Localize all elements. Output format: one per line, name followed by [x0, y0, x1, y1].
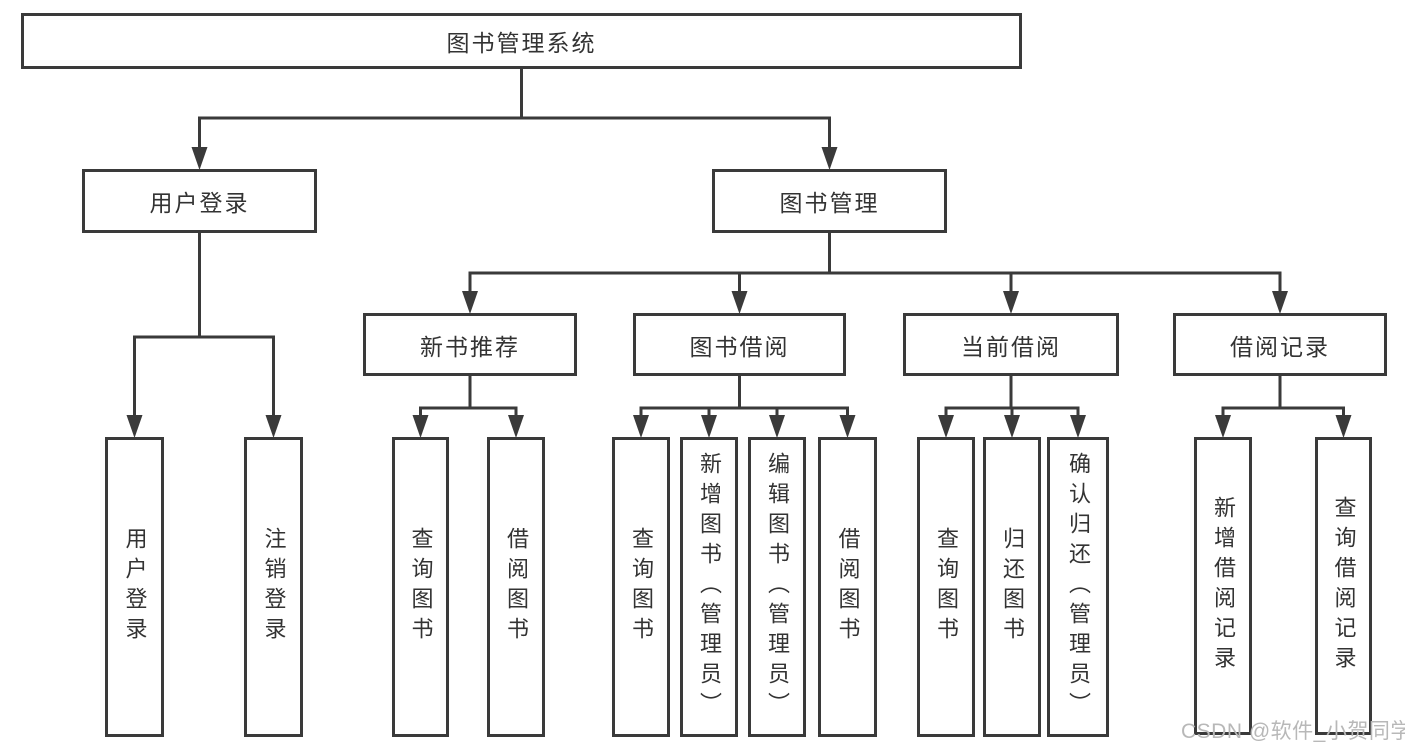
arrowhead-icon	[701, 415, 717, 438]
node-br-add-record: 新增借阅记录	[1194, 437, 1252, 735]
arrowhead-icon	[265, 415, 282, 438]
arrowhead-icon	[769, 415, 785, 438]
node-bb-borrow-books: 借阅图书	[818, 437, 877, 737]
node-user-logout: 注销登录	[244, 437, 303, 737]
arrowhead-icon	[1003, 291, 1019, 314]
arrowhead-icon	[821, 147, 838, 170]
arrowhead-icon	[462, 291, 478, 314]
arrowhead-icon	[508, 415, 524, 438]
watermark: CSDN @软件_小贺同学	[1181, 720, 1405, 743]
node-borrowing-records: 借阅记录	[1173, 313, 1387, 376]
node-book-borrowing: 图书借阅	[633, 313, 846, 376]
node-user-login: 用户登录	[105, 437, 164, 737]
node-cb-query-books: 查询图书	[917, 437, 975, 737]
arrowhead-icon	[839, 415, 856, 438]
arrowhead-icon	[633, 415, 649, 438]
arrowhead-icon	[412, 415, 429, 438]
node-new-book-recommend: 新书推荐	[363, 313, 577, 376]
node-bb-add-books: 新增图书（管理员）	[680, 437, 738, 737]
node-bb-edit-books: 编辑图书（管理员）	[748, 437, 806, 737]
arrowhead-icon	[731, 291, 748, 314]
node-book-management: 图书管理	[712, 169, 947, 233]
node-bb-query-books: 查询图书	[612, 437, 670, 737]
node-nbr-borrow-books: 借阅图书	[487, 437, 545, 737]
node-nbr-query-books: 查询图书	[392, 437, 449, 737]
node-current-borrowing: 当前借阅	[903, 313, 1119, 376]
node-cb-confirm-return: 确认归还（管理员）	[1047, 437, 1109, 737]
arrowhead-icon	[191, 147, 208, 170]
node-user-login-module: 用户登录	[82, 169, 317, 233]
arrowhead-icon	[1335, 415, 1352, 438]
arrowhead-icon	[1215, 415, 1231, 438]
arrowhead-icon	[938, 415, 954, 438]
arrowhead-icon	[126, 415, 143, 438]
node-cb-return-books: 归还图书	[983, 437, 1041, 737]
arrowhead-icon	[1272, 291, 1288, 314]
node-br-query-record: 查询借阅记录	[1315, 437, 1372, 735]
arrowhead-icon	[1004, 415, 1020, 438]
arrowhead-icon	[1070, 415, 1086, 438]
node-root: 图书管理系统	[21, 13, 1022, 69]
